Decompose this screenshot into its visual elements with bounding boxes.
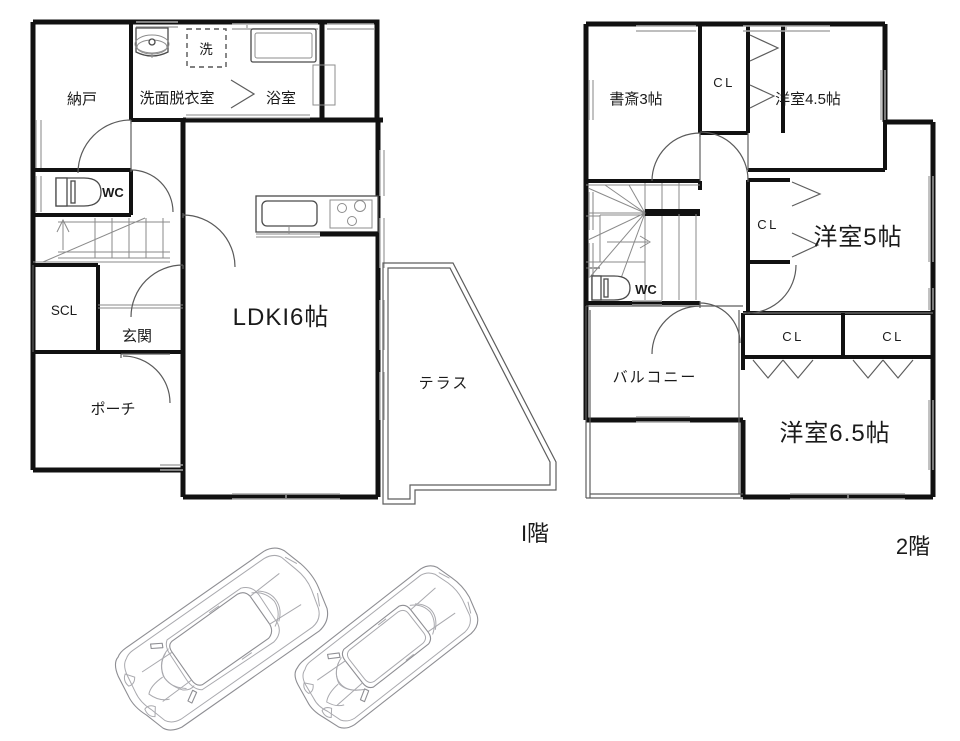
vehicle-car-right — [294, 565, 479, 729]
kitchen-counter — [255, 195, 379, 238]
washbasin-fixture — [134, 27, 170, 58]
room-youshitsu-45: 洋室4.5帖 — [699, 91, 841, 182]
room-youshitsu-65: 洋室6.5帖 — [779, 420, 890, 447]
room-youshitsu-5: 洋室5帖 — [746, 224, 902, 314]
room-label-shosai: 書斎3帖 — [609, 90, 662, 108]
floor-1-caption: I階 — [521, 521, 549, 546]
room-terrace: テラス — [382, 262, 557, 505]
washing-machine-space: 洗 — [186, 28, 227, 68]
room-label-balcony: バルコニー — [613, 369, 698, 386]
room-yokushitsu: 浴室 — [230, 28, 336, 109]
staircase-2f — [586, 183, 700, 301]
closet-label-cl-2: CL — [757, 217, 779, 232]
room-label-wc-1f: WC — [102, 185, 124, 200]
room-label-youshitsu-5: 洋室5帖 — [813, 224, 902, 251]
closet-cl-4: CL — [852, 329, 914, 379]
floor-1-windows — [35, 21, 385, 500]
closet-cl-1: CL — [713, 34, 780, 109]
floor-2-caption: 2階 — [896, 534, 930, 559]
room-label-youshitsu-65: 洋室6.5帖 — [779, 420, 890, 447]
room-wc-1f: WC — [55, 168, 174, 213]
stairs-up-arrow — [42, 217, 146, 263]
room-label-wc-2f: WC — [635, 282, 657, 297]
closet-label-cl-3: CL — [782, 329, 804, 344]
room-label-genkan: 玄関 — [122, 328, 152, 345]
room-shosai: 書斎3帖 — [609, 90, 701, 182]
closet-cl-2: CL — [757, 181, 822, 258]
parking-area — [114, 547, 479, 731]
floor-2-group: 書斎3帖 CL 洋室4.5帖 — [583, 21, 936, 559]
room-label-yokushitsu: 浴室 — [266, 90, 296, 107]
room-label-porch: ポーチ — [90, 401, 135, 418]
room-balcony: バルコニー — [585, 304, 743, 499]
room-label-scl: SCL — [51, 303, 78, 318]
room-porch: ポーチ — [90, 353, 171, 418]
floor-1-partitions — [32, 22, 184, 354]
toilet-fixture-2f — [591, 275, 631, 301]
room-label-youshitsu-45: 洋室4.5帖 — [775, 91, 841, 108]
room-label-terrace: テラス — [419, 375, 470, 392]
vehicle-car-left — [114, 547, 329, 731]
staircase-1f — [33, 217, 170, 263]
room-senmen-datsuishitsu: 洗 洗面脱衣室 — [134, 27, 310, 119]
room-label-nando: 納戸 — [67, 91, 97, 108]
room-genkan: 玄関 — [122, 264, 184, 345]
room-label-sen: 洗 — [199, 42, 213, 57]
floor-2-partitions — [586, 24, 933, 370]
room-ldk: LDKI6帖 — [182, 195, 379, 331]
floor-2-windows — [588, 25, 934, 500]
room-scl: SCL — [51, 303, 78, 318]
room-wc-2f: WC — [591, 275, 741, 344]
room-nando: 納戸 — [67, 91, 132, 174]
closet-label-cl-4: CL — [882, 329, 904, 344]
stairs-down-arrow-2f — [607, 235, 651, 249]
toilet-fixture-1f — [55, 177, 102, 207]
room-label-senmen: 洗面脱衣室 — [139, 90, 214, 107]
room-label-ldk: LDKI6帖 — [233, 304, 330, 331]
closet-cl-3: CL — [752, 329, 814, 379]
floor-1-group: 納戸 洗 洗面脱衣室 浴室 — [30, 19, 557, 546]
closet-label-cl-1: CL — [713, 75, 735, 90]
